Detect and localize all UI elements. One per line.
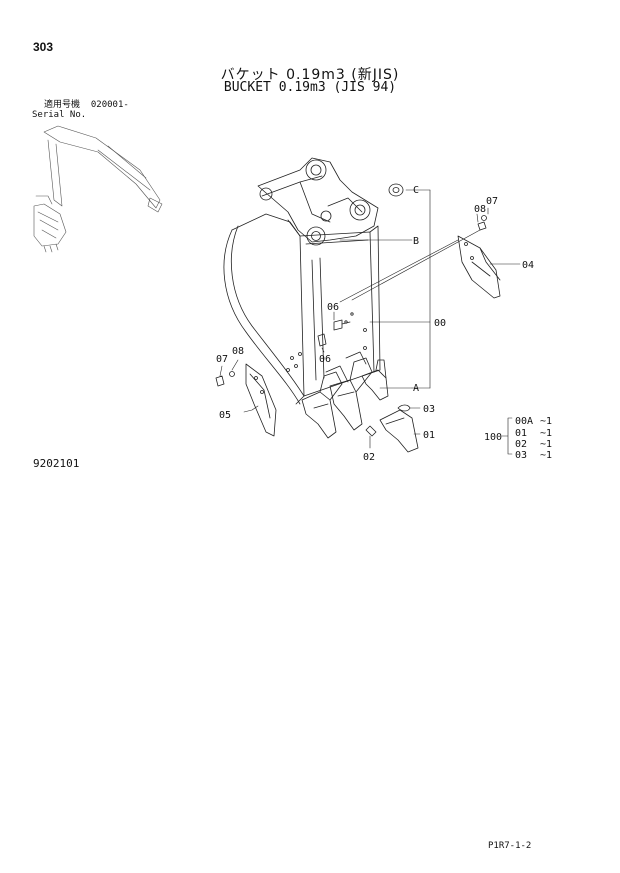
callout-01: 01 — [423, 430, 435, 441]
callout-a: A — [413, 383, 419, 394]
page-code: P1R7-1-2 — [488, 841, 532, 851]
side-cutter-04 — [457, 235, 501, 299]
serial-value: 020001- — [90, 100, 129, 110]
callout-00: 00 — [434, 318, 446, 329]
serial-label-en: Serial No. — [32, 110, 87, 120]
kit-item-code: 03 — [515, 450, 527, 461]
callout-06-bottom: 06 — [319, 354, 331, 365]
bucket-linkage — [257, 157, 379, 246]
side-cutter-05 — [245, 363, 277, 437]
tooth-point-01 — [365, 404, 419, 453]
callout-07-right: 07 — [486, 196, 498, 207]
figure-number: 9202101 — [33, 457, 80, 470]
callout-labels: C B A 00 01 02 03 04 05 06 06 07 07 08 0… — [216, 185, 534, 463]
hardware — [215, 183, 487, 387]
kit-list: 100 00A ~1 01 ~1 02 ~1 03 ~1 — [484, 416, 552, 461]
callout-02: 02 — [363, 452, 375, 463]
kit-item-code: 00A — [515, 416, 533, 427]
serial-label-jp: 適用号機 — [44, 100, 81, 110]
bucket-body — [223, 213, 381, 405]
callout-04: 04 — [522, 260, 534, 271]
callout-03: 03 — [423, 404, 435, 415]
kit-label: 100 — [484, 432, 502, 443]
title-japanese: バケット 0.19m3 (新JIS) — [220, 67, 400, 83]
kit-item-code: 01 — [515, 428, 527, 439]
kit-item-qty: ~1 — [540, 416, 552, 427]
callout-06-top: 06 — [327, 302, 339, 313]
kit-item-qty: ~1 — [540, 439, 552, 450]
callout-c: C — [413, 185, 419, 196]
callout-08-right: 08 — [474, 204, 486, 215]
callout-08-left: 08 — [232, 346, 244, 357]
callout-05: 05 — [219, 410, 231, 421]
machine-thumbnail — [33, 125, 163, 253]
kit-item-qty: ~1 — [540, 428, 552, 439]
callout-b: B — [413, 236, 419, 247]
callout-07-left: 07 — [216, 354, 228, 365]
kit-item-qty: ~1 — [540, 450, 552, 461]
bucket-teeth — [301, 351, 389, 439]
kit-item-code: 02 — [515, 439, 527, 450]
title-english: BUCKET 0.19m3 (JIS 94) — [223, 80, 397, 95]
page-number: 303 — [33, 40, 54, 54]
leader-lines — [219, 189, 521, 455]
serial-info: 適用号機 020001- Serial No. — [32, 100, 129, 120]
